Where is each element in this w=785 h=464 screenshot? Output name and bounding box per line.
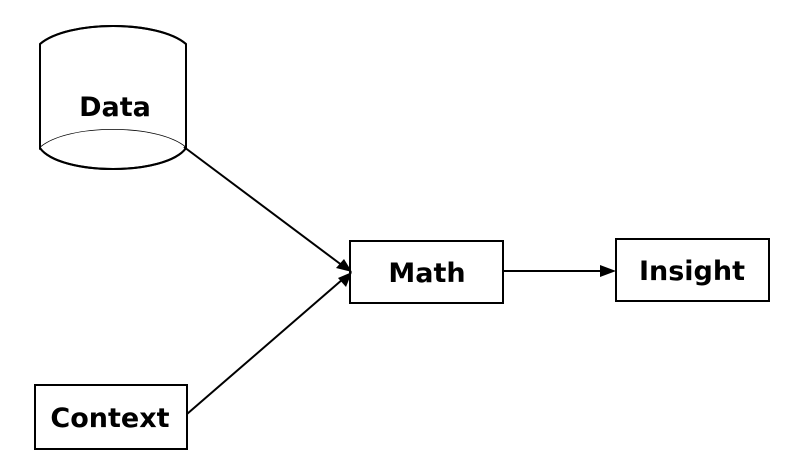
data-cylinder-top	[39, 25, 187, 45]
data-cylinder-shape	[39, 25, 187, 151]
edge-math-to-insight-arrowhead	[600, 265, 616, 277]
context-label: Context	[50, 403, 169, 434]
edge-context-to-math	[186, 272, 352, 415]
math-box	[349, 240, 504, 304]
data-label: Data	[79, 92, 151, 123]
insight-label: Insight	[639, 256, 745, 287]
insight-node: Insight	[615, 238, 770, 302]
context-node: Context	[34, 384, 188, 450]
math-node: Math	[349, 240, 504, 304]
edge-data-to-math-arrowhead	[336, 259, 352, 272]
data-cylinder-bottom	[39, 147, 187, 170]
context-box	[34, 384, 188, 450]
math-label: Math	[388, 258, 465, 289]
data-node: Data	[39, 25, 187, 170]
edge-math-to-insight	[503, 265, 616, 277]
data-cylinder-fill-fix	[41, 129, 185, 167]
edge-data-to-math-line	[183, 146, 344, 267]
data-cylinder-sides	[39, 44, 187, 148]
insight-box	[615, 238, 770, 302]
edge-data-to-math	[183, 146, 352, 272]
edge-context-to-math-arrowhead	[338, 272, 352, 287]
edge-context-to-math-line	[186, 278, 344, 415]
